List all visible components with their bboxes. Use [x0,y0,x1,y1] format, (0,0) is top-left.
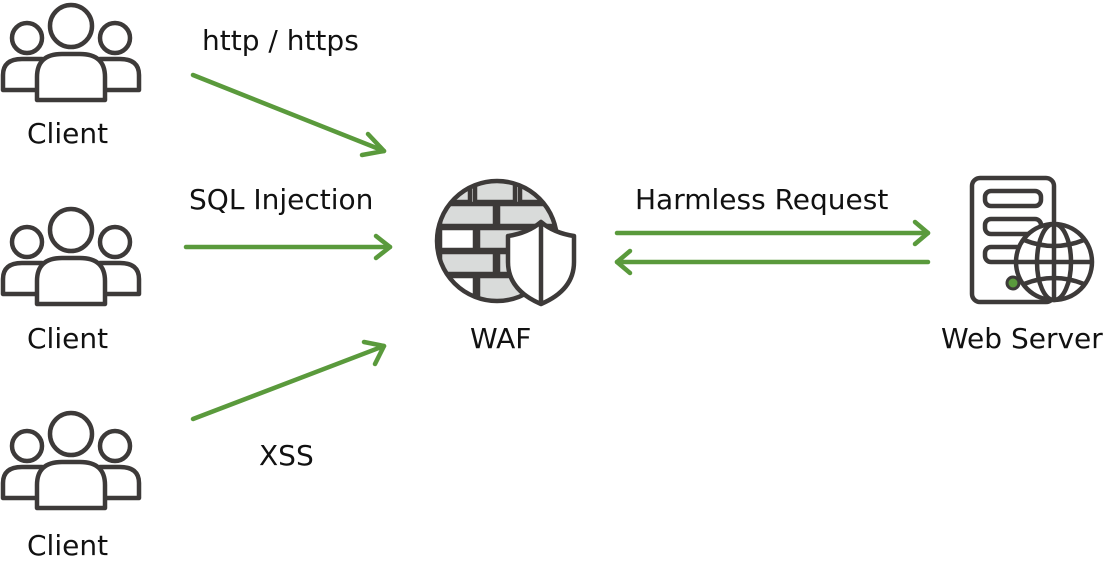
arrow-to-waf [614,248,931,276]
request-label-xss: XSS [259,439,314,472]
harmless-request-label: Harmless Request [635,183,889,216]
waf-label: WAF [470,322,532,355]
client-label-3: Client [27,529,109,562]
arrow-sqli [183,233,393,261]
firewall-shield-icon [434,178,577,307]
client-label-1: Client [27,117,109,150]
client-icon-2 [3,209,139,304]
request-label-http: http / https [202,24,359,57]
server-globe-icon [969,175,1095,305]
request-label-sqli: SQL Injection [189,183,374,216]
arrow-xss [190,339,387,422]
client-label-2: Client [27,322,109,355]
web-server-label: Web Server [941,322,1103,355]
arrow-http [190,72,387,158]
client-icon-3 [3,413,139,508]
arrow-to-server [614,219,931,247]
client-icon-1 [3,5,139,100]
